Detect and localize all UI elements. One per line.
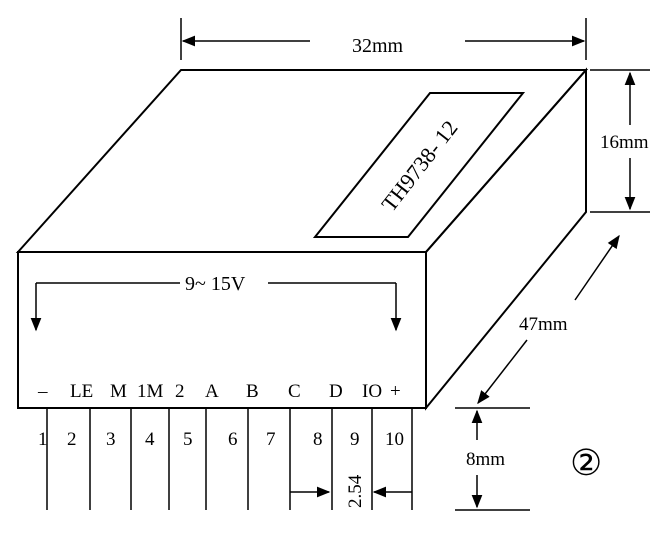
pin-pitch-label: 2.54 (345, 474, 366, 508)
pin-number: 8 (313, 429, 323, 450)
pin-number: 4 (145, 429, 155, 450)
model-label: TH9738- 12 (376, 115, 462, 216)
pin-label: LE (70, 381, 93, 402)
pin-number: 9 (350, 429, 360, 450)
pin-label: – (37, 381, 48, 402)
pin-label: 2 (175, 381, 185, 402)
pin-label: B (246, 381, 259, 402)
pin-number: 6 (228, 429, 238, 450)
pin-length-label: 8mm (466, 449, 505, 470)
width-dimension: 32mm (180, 18, 587, 60)
pin-number: 1 (38, 429, 48, 450)
height-dimension-label: 16mm (600, 132, 649, 153)
pin-number: 10 (385, 429, 404, 450)
figure-marker: ② (570, 443, 602, 483)
pin-label: C (288, 381, 301, 402)
pin-row (46, 408, 413, 510)
pin-label: + (390, 381, 401, 402)
width-dimension-label: 32mm (352, 35, 404, 57)
pin-label: D (329, 381, 343, 402)
box-side-face (425, 67, 587, 411)
module-body (15, 67, 589, 411)
pin-number: 5 (183, 429, 193, 450)
pin-number: 3 (106, 429, 116, 450)
pin-label: IO (362, 381, 382, 402)
depth-dimension-label: 47mm (519, 314, 568, 335)
pin-label: 1M (137, 381, 164, 402)
box-front-face (17, 251, 427, 409)
pin-number: 2 (67, 429, 77, 450)
height-dimension: 16mm (590, 69, 650, 213)
pin-pitch-dimension: 2.54 (290, 474, 412, 508)
label-plate (312, 92, 526, 238)
pin-label: M (110, 381, 127, 402)
supply-bracket (30, 282, 402, 332)
box-top-face (15, 69, 589, 253)
pin-label: A (205, 381, 219, 402)
pin-length-dimension: 8mm (455, 407, 530, 511)
depth-dimension: 47mm (477, 234, 620, 405)
supply-voltage-label: 9~ 15V (185, 273, 246, 295)
pin-number: 7 (266, 429, 276, 450)
